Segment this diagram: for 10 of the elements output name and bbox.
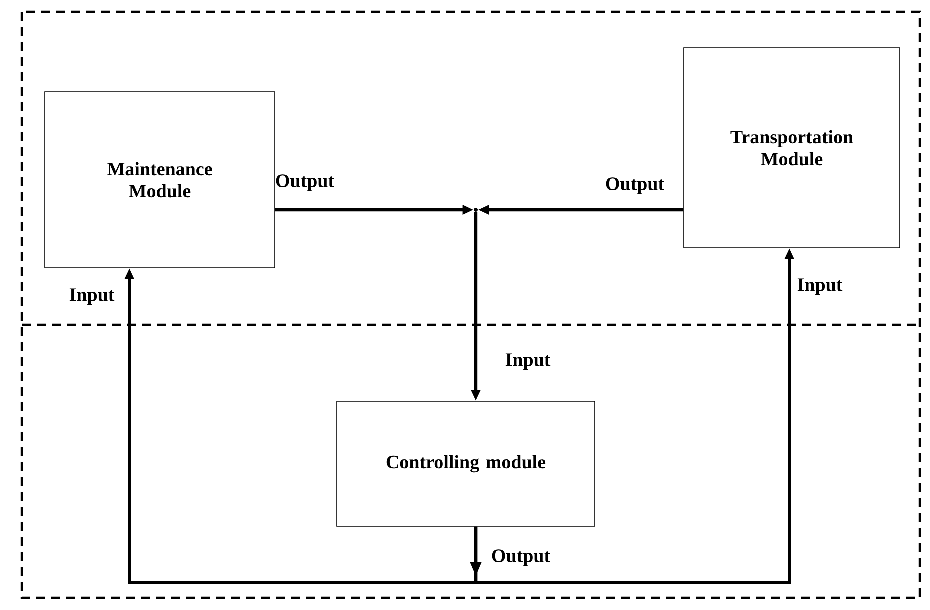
edge-label: Output — [606, 178, 664, 194]
edge-label: Input — [506, 354, 551, 370]
edge-label: Input — [70, 288, 115, 306]
edge-label: Input — [798, 278, 843, 296]
module-box: Transportation Module — [684, 48, 900, 248]
module-box: Controlling module — [336, 401, 596, 527]
edge-label: Output — [276, 174, 334, 192]
port-label: Output — [492, 550, 550, 566]
module-box: Maintenance Module — [44, 92, 276, 268]
junction-point — [474, 208, 478, 212]
